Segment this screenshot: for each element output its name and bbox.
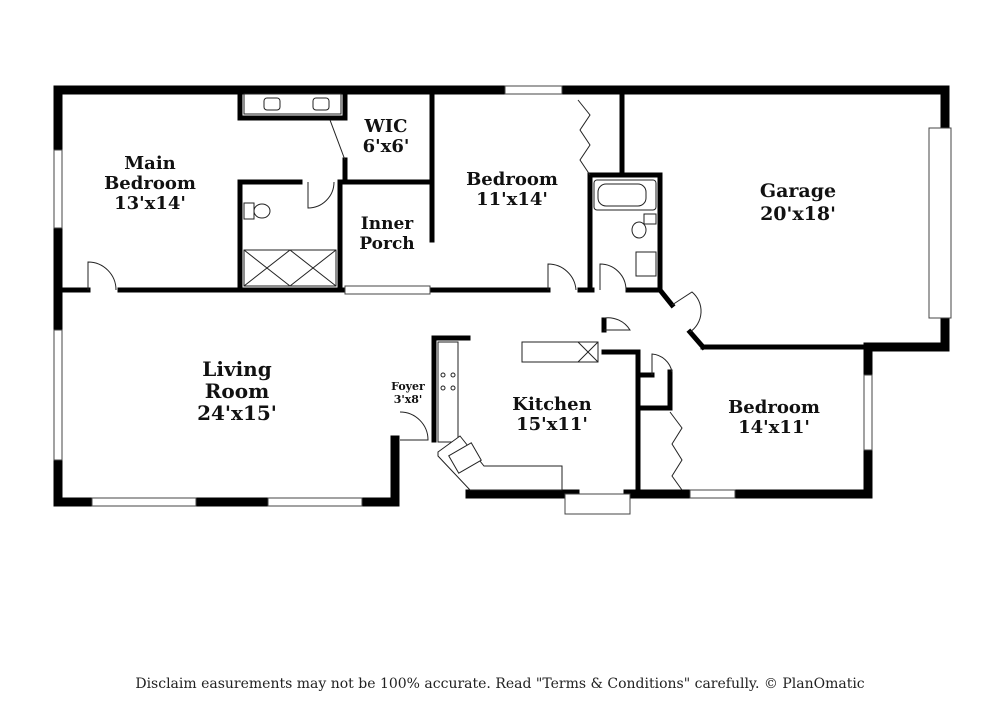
counter-left xyxy=(437,341,459,443)
label-bedroom-top: Bedroom xyxy=(466,169,558,190)
door-bath xyxy=(307,181,335,209)
counter-top xyxy=(521,341,599,363)
interior-walls xyxy=(59,91,871,497)
label-bedroom-right: Bedroom xyxy=(728,397,820,418)
toilet-bowl-hall xyxy=(631,221,647,239)
window-living-bottom-1 xyxy=(91,497,197,507)
door-main-bedroom xyxy=(87,261,117,291)
door-garage xyxy=(671,291,702,333)
toilet-main xyxy=(243,202,255,220)
door-bedroom-top xyxy=(547,263,577,291)
label-inner-porch-2: Porch xyxy=(359,234,414,254)
sink-1 xyxy=(263,97,281,111)
label-living-room-1: Living xyxy=(202,357,271,381)
exterior-walls xyxy=(53,85,950,507)
label-wic: WIC xyxy=(364,116,408,137)
door-wic xyxy=(329,119,346,161)
doors xyxy=(87,99,702,491)
window-main-bedroom xyxy=(53,149,63,229)
toilet-bowl-main xyxy=(253,203,271,219)
dims-bedroom-right: 14'x11' xyxy=(738,417,810,438)
label-main-bedroom-2: Bedroom xyxy=(104,173,196,194)
disclaimer-text: Disclaim easurements may not be 100% acc… xyxy=(135,676,865,692)
window-garage xyxy=(928,127,952,319)
dims-wic: 6'x6' xyxy=(363,136,410,157)
burner-2 xyxy=(450,372,456,378)
label-kitchen: Kitchen xyxy=(512,394,591,415)
shower-line-3 xyxy=(243,249,291,287)
room-labels: Main Bedroom 13'x14' WIC 6'x6' Bedroom 1… xyxy=(104,116,836,438)
door-bath-2 xyxy=(599,263,627,291)
window-bedroom-top xyxy=(504,85,563,95)
window-kitchen-bay xyxy=(564,493,631,515)
shower-line-4 xyxy=(289,249,337,287)
closet-doors-right xyxy=(669,411,683,491)
door-foyer xyxy=(399,411,429,441)
bathtub-inner xyxy=(597,183,647,207)
fixtures xyxy=(243,93,657,491)
label-foyer: Foyer xyxy=(391,380,425,393)
burner-3 xyxy=(440,385,446,391)
door-bedroom-right xyxy=(651,353,673,375)
dims-garage: 20'x18' xyxy=(760,203,836,225)
window-living-left xyxy=(53,329,63,461)
window-bedroom-right xyxy=(863,374,873,451)
dims-main-bedroom: 13'x14' xyxy=(114,193,186,214)
dims-bedroom-top: 11'x14' xyxy=(476,189,548,210)
window-bedroom-bottom xyxy=(689,489,736,499)
windows xyxy=(53,85,952,515)
label-main-bedroom-1: Main xyxy=(124,153,176,174)
window-porch xyxy=(344,285,431,295)
label-living-room-2: Room xyxy=(205,379,269,403)
kitchen-sink xyxy=(448,442,482,474)
sink-hall xyxy=(635,251,657,277)
fridge-x-2 xyxy=(577,341,599,363)
window-living-bottom-2 xyxy=(267,497,363,507)
toilet-hall xyxy=(643,213,657,225)
dims-foyer: 3'x8' xyxy=(394,393,423,406)
dims-kitchen: 15'x11' xyxy=(516,414,588,435)
burner-4 xyxy=(450,385,456,391)
label-inner-porch-1: Inner xyxy=(361,214,414,234)
sink-2 xyxy=(312,97,330,111)
burner-1 xyxy=(440,372,446,378)
dims-living-room: 24'x15' xyxy=(197,401,277,425)
closet-doors-top xyxy=(577,99,591,176)
shower xyxy=(243,249,337,287)
label-garage: Garage xyxy=(760,180,836,202)
door-pantry xyxy=(603,317,631,331)
